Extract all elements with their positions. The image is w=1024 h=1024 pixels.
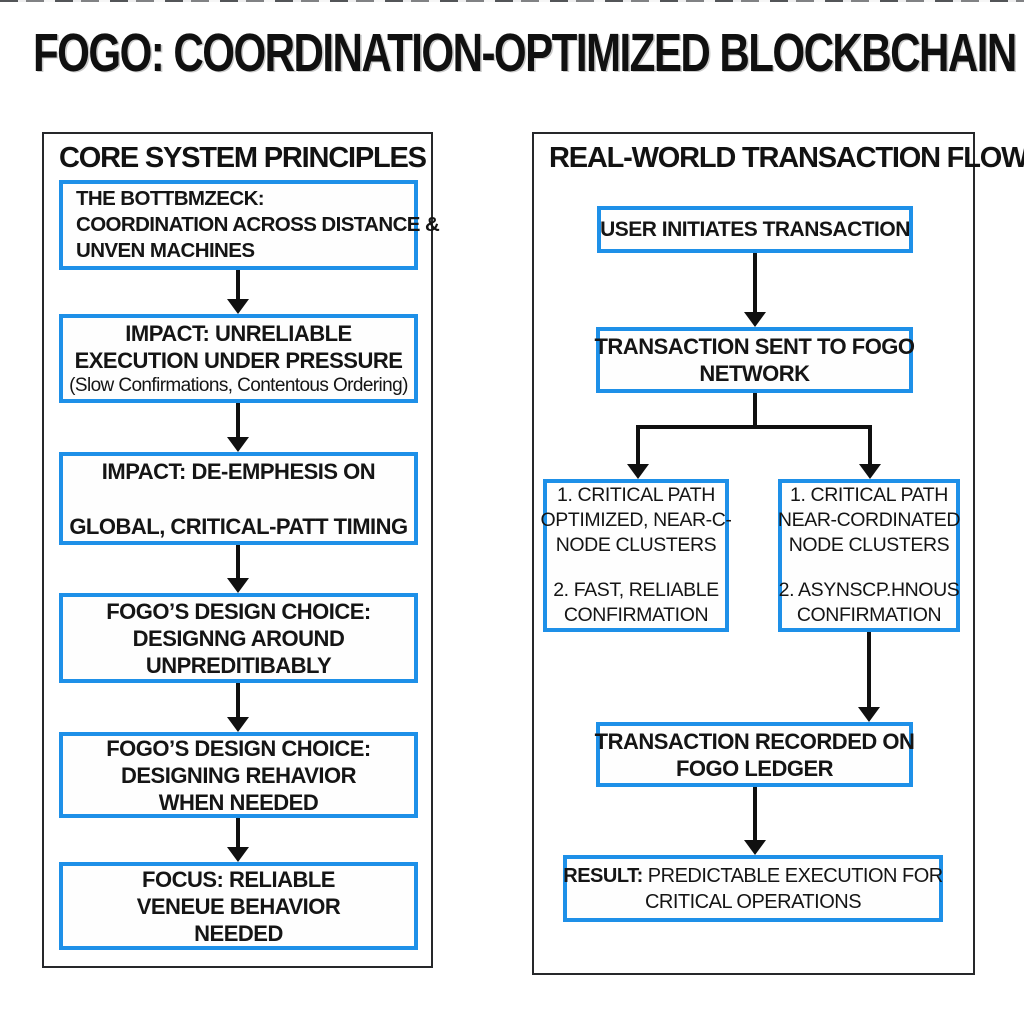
connector-line	[753, 393, 757, 427]
connector-line	[636, 425, 872, 429]
box-line: NODE CLUSTERS	[788, 534, 950, 556]
box-design-unpredictability: FOGO’S DESIGN CHOICE: DESIGNNG AROUND UN…	[59, 593, 418, 683]
result-text: PREDICTABLE EXECUTION FOR	[642, 864, 943, 887]
connector-line	[753, 787, 757, 840]
box-focus: FOCUS: RELIABLE VENEUE BEHAVIOR NEEDED	[59, 862, 418, 950]
box-line: NEAR-CORDINATED	[777, 509, 961, 531]
box-transaction-sent: TRANSACTION SENT TO FOGO NETWORK	[594, 327, 915, 393]
box-line: USER INITIATES TRANSACTION	[600, 218, 910, 241]
box-line: OPTIMIZED, NEAR-C-	[540, 509, 732, 531]
connector-line	[753, 253, 757, 312]
box-line: NEEDED	[194, 920, 283, 946]
box-result: RESULT: PREDICTABLE EXECUTION FOR CRITIC…	[563, 855, 943, 922]
right-panel-header: REAL-WORLD TRANSACTION FLOW	[549, 142, 1024, 174]
box-line: NETWORK	[699, 361, 810, 386]
diagram-title: FOGO: COORDINATION-OPTIMIZED BLOCKBCHAIN	[33, 23, 1017, 83]
box-line: 2. ASYNSCP.HNOUS	[778, 579, 960, 601]
box-line: EXECUTION UNDER PRESSURE	[74, 347, 403, 373]
box-line: IMPACT: UNRELIABLE	[125, 320, 352, 346]
box-line: IMPACT: DE-EMPHESIS ON	[101, 458, 376, 484]
box-line: NODE CLUSTERS	[555, 534, 717, 556]
box-critical-path-right: 1. CRITICAL PATH NEAR-CORDINATED NODE CL…	[778, 479, 960, 632]
connector-line	[236, 683, 240, 717]
box-line: FOCUS: RELIABLE	[142, 866, 335, 892]
right-panel: REAL-WORLD TRANSACTION FLOW USER INITIAT…	[532, 132, 1024, 975]
box-line: TRANSACTION RECORDED ON	[594, 728, 915, 754]
box-line: FOGO LEDGER	[675, 755, 834, 781]
arrow-down-icon	[227, 578, 249, 593]
box-line: FOGO’S DESIGN CHOICE:	[106, 598, 371, 624]
box-line: CONFIRMATION	[563, 604, 709, 626]
connector-line	[636, 425, 640, 464]
box-line: CRITICAL OPERATIONS	[644, 890, 862, 913]
arrow-down-icon	[744, 312, 766, 327]
box-line: VENEUE BEHAVIOR	[136, 893, 341, 919]
box-line: UNPREDITIBABLY	[145, 652, 332, 678]
arrow-down-icon	[859, 464, 881, 479]
top-edge-artifact	[0, 0, 1024, 2]
connector-line	[868, 425, 872, 464]
box-critical-path-left: 1. CRITICAL PATH OPTIMIZED, NEAR-C- NODE…	[540, 479, 732, 632]
connector-line	[236, 403, 240, 437]
box-transaction-recorded: TRANSACTION RECORDED ON FOGO LEDGER	[594, 722, 915, 787]
arrow-down-icon	[627, 464, 649, 479]
arrow-down-icon	[227, 717, 249, 732]
box-line: 1. CRITICAL PATH	[790, 484, 948, 506]
box-line: WHEN NEEDED	[158, 789, 319, 815]
result-label: RESULT:	[563, 864, 643, 887]
box-line: FOGO’S DESIGN CHOICE:	[106, 735, 371, 761]
box-user-initiates: USER INITIATES TRANSACTION	[597, 206, 913, 253]
box-line: UNVEN MACHINES	[76, 239, 255, 262]
connector-line	[236, 270, 240, 301]
box-line: DESIGNING REHAVIOR	[120, 762, 357, 788]
connector-line	[867, 632, 871, 707]
box-line: CONFIRMATION	[796, 604, 942, 626]
box-line: 1. CRITICAL PATH	[557, 484, 715, 506]
arrow-down-icon	[744, 840, 766, 855]
left-panel-header: CORE SYSTEM PRINCIPLES	[59, 142, 427, 174]
box-line: TRANSACTION SENT TO FOGO	[594, 334, 915, 359]
box-line: RESULT: PREDICTABLE EXECUTION FOR	[563, 863, 943, 889]
box-line: THE BOTTBMZECK:	[76, 187, 265, 210]
box-impact-unreliable: IMPACT: UNRELIABLE EXECUTION UNDER PRESS…	[59, 314, 418, 403]
arrow-down-icon	[858, 707, 880, 722]
arrow-down-icon	[227, 847, 249, 862]
box-line: GLOBAL, CRITICAL-PATT TIMING	[69, 513, 408, 539]
box-design-behavior: FOGO’S DESIGN CHOICE: DESIGNING REHAVIOR…	[59, 732, 418, 818]
arrow-down-icon	[227, 299, 249, 314]
connector-line	[236, 818, 240, 847]
left-panel: CORE SYSTEM PRINCIPLES THE BOTTBMZECK: C…	[42, 132, 440, 968]
box-line: (Slow Confirmations, Contentous Ordering…	[69, 374, 408, 396]
connector-line	[236, 545, 240, 578]
box-line: 2. FAST, RELIABLE	[553, 579, 719, 601]
box-impact-deemphasis: IMPACT: DE-EMPHESIS ON GLOBAL, CRITICAL-…	[59, 452, 418, 545]
arrow-down-icon	[227, 437, 249, 452]
box-line: DESIGNNG AROUND	[132, 625, 345, 651]
box-bottleneck: THE BOTTBMZECK: COORDINATION ACROSS DIST…	[59, 180, 440, 270]
box-line: COORDINATION ACROSS DISTANCE &	[76, 213, 440, 236]
